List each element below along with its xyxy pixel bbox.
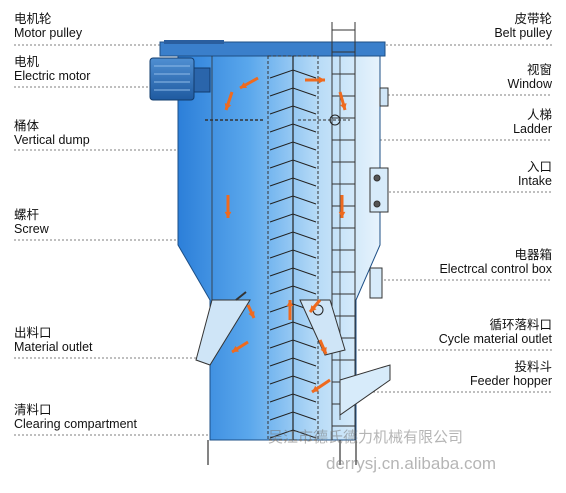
screw-flight	[269, 321, 317, 331]
label-clearing-compartment-zh: 清料口	[14, 402, 52, 417]
label-ladder-zh: 人梯	[526, 107, 552, 122]
label-ladder: 人梯 Ladder	[513, 108, 552, 137]
label-screw-en: Screw	[14, 221, 49, 236]
screw-flight	[269, 375, 317, 385]
screw-flight	[269, 159, 317, 169]
label-screw-zh: 螺杆	[14, 207, 40, 222]
label-motor-pulley-en: Motor pulley	[14, 25, 83, 40]
feeder-hopper-shape	[339, 364, 391, 416]
flow-arrow	[231, 340, 249, 354]
label-vertical-dump-zh: 桶体	[14, 118, 40, 133]
label-belt-pulley-en: Belt pulley	[494, 25, 552, 40]
screw-flight	[269, 267, 317, 277]
flow-arrow	[338, 91, 347, 111]
screw-flight	[269, 123, 317, 133]
watermark-url: derrysj.cn.alibaba.com	[326, 454, 497, 473]
label-control-box: 电器箱 Electrcal control box	[439, 248, 552, 277]
screw-flight	[269, 195, 317, 205]
flow-arrow	[318, 339, 328, 355]
label-control-box-zh: 电器箱	[514, 247, 552, 262]
screw-flight	[269, 141, 317, 151]
electric-motor-shape	[149, 57, 211, 101]
label-motor-pulley: 电机轮 Motor pulley	[14, 12, 82, 41]
flow-arrow	[239, 76, 259, 90]
label-cycle-outlet-en: Cycle material outlet	[438, 331, 552, 346]
label-cycle-outlet-zh: 循环落料口	[489, 317, 552, 332]
screw-flight	[269, 213, 317, 223]
label-motor-pulley-zh: 电机轮	[14, 11, 52, 26]
label-material-outlet: 出料口 Material outlet	[14, 326, 93, 355]
intake-shape	[369, 167, 389, 213]
screw-flights	[269, 69, 317, 439]
screw-flight	[269, 339, 317, 349]
label-feeder-hopper: 投料斗 Feeder hopper	[470, 360, 552, 389]
screw-flight	[269, 69, 317, 79]
screw-flight	[269, 411, 317, 421]
label-clearing-compartment-en: Clearing compartment	[14, 416, 137, 431]
label-intake-zh: 入口	[526, 159, 552, 174]
screw-flight	[269, 285, 317, 295]
label-intake: 入口 Intake	[518, 160, 552, 189]
label-electric-motor-en: Electric motor	[14, 68, 91, 83]
label-screw: 螺杆 Screw	[14, 208, 49, 237]
label-clearing-compartment: 清料口 Clearing compartment	[14, 403, 137, 432]
label-control-box-en: Electrcal control box	[439, 261, 552, 276]
flow-arrow	[224, 195, 232, 218]
control-box-shape	[369, 267, 383, 299]
label-feeder-hopper-en: Feeder hopper	[469, 373, 552, 388]
flow-arrow	[311, 378, 331, 394]
flow-arrow	[308, 299, 322, 313]
watermark-company: 吴江市德氏德力机械有限公司	[268, 428, 464, 446]
flow-arrow	[338, 195, 346, 218]
label-feeder-hopper-zh: 投料斗	[514, 359, 552, 374]
flow-arrow	[224, 91, 234, 111]
label-ladder-en: Ladder	[513, 121, 552, 136]
flow-arrow	[246, 304, 256, 319]
top-cap	[159, 41, 386, 57]
label-material-outlet-zh: 出料口	[14, 325, 52, 340]
ladder-shape	[331, 22, 356, 440]
support-legs	[207, 440, 357, 465]
screw-flight	[269, 87, 317, 97]
screw-flight	[269, 105, 317, 115]
window-shape	[379, 87, 389, 107]
flow-arrow	[305, 76, 325, 84]
label-window-en: Window	[507, 76, 552, 91]
screw-flight	[269, 429, 317, 439]
label-vertical-dump: 桶体 Vertical dump	[14, 119, 90, 148]
label-material-outlet-en: Material outlet	[14, 339, 93, 354]
screw-flight	[269, 249, 317, 259]
label-vertical-dump-en: Vertical dump	[14, 132, 90, 147]
label-electric-motor-zh: 电机	[14, 54, 40, 69]
material-outlet-shape	[195, 291, 251, 366]
screw-flight	[269, 177, 317, 187]
label-window: 视窗 Window	[508, 63, 552, 92]
flow-arrow	[286, 300, 294, 320]
label-cycle-outlet: 循环落料口 Cycle material outlet	[439, 318, 552, 347]
label-window-zh: 视窗	[526, 62, 552, 77]
label-intake-en: Intake	[517, 173, 552, 188]
label-electric-motor: 电机 Electric motor	[14, 55, 90, 84]
screw-flight	[269, 357, 317, 367]
label-belt-pulley: 皮带轮 Belt pulley	[494, 12, 552, 41]
label-belt-pulley-zh: 皮带轮	[514, 11, 552, 26]
screw-flight	[269, 231, 317, 241]
flow-arrows	[224, 76, 347, 394]
screw-flight	[269, 393, 317, 403]
